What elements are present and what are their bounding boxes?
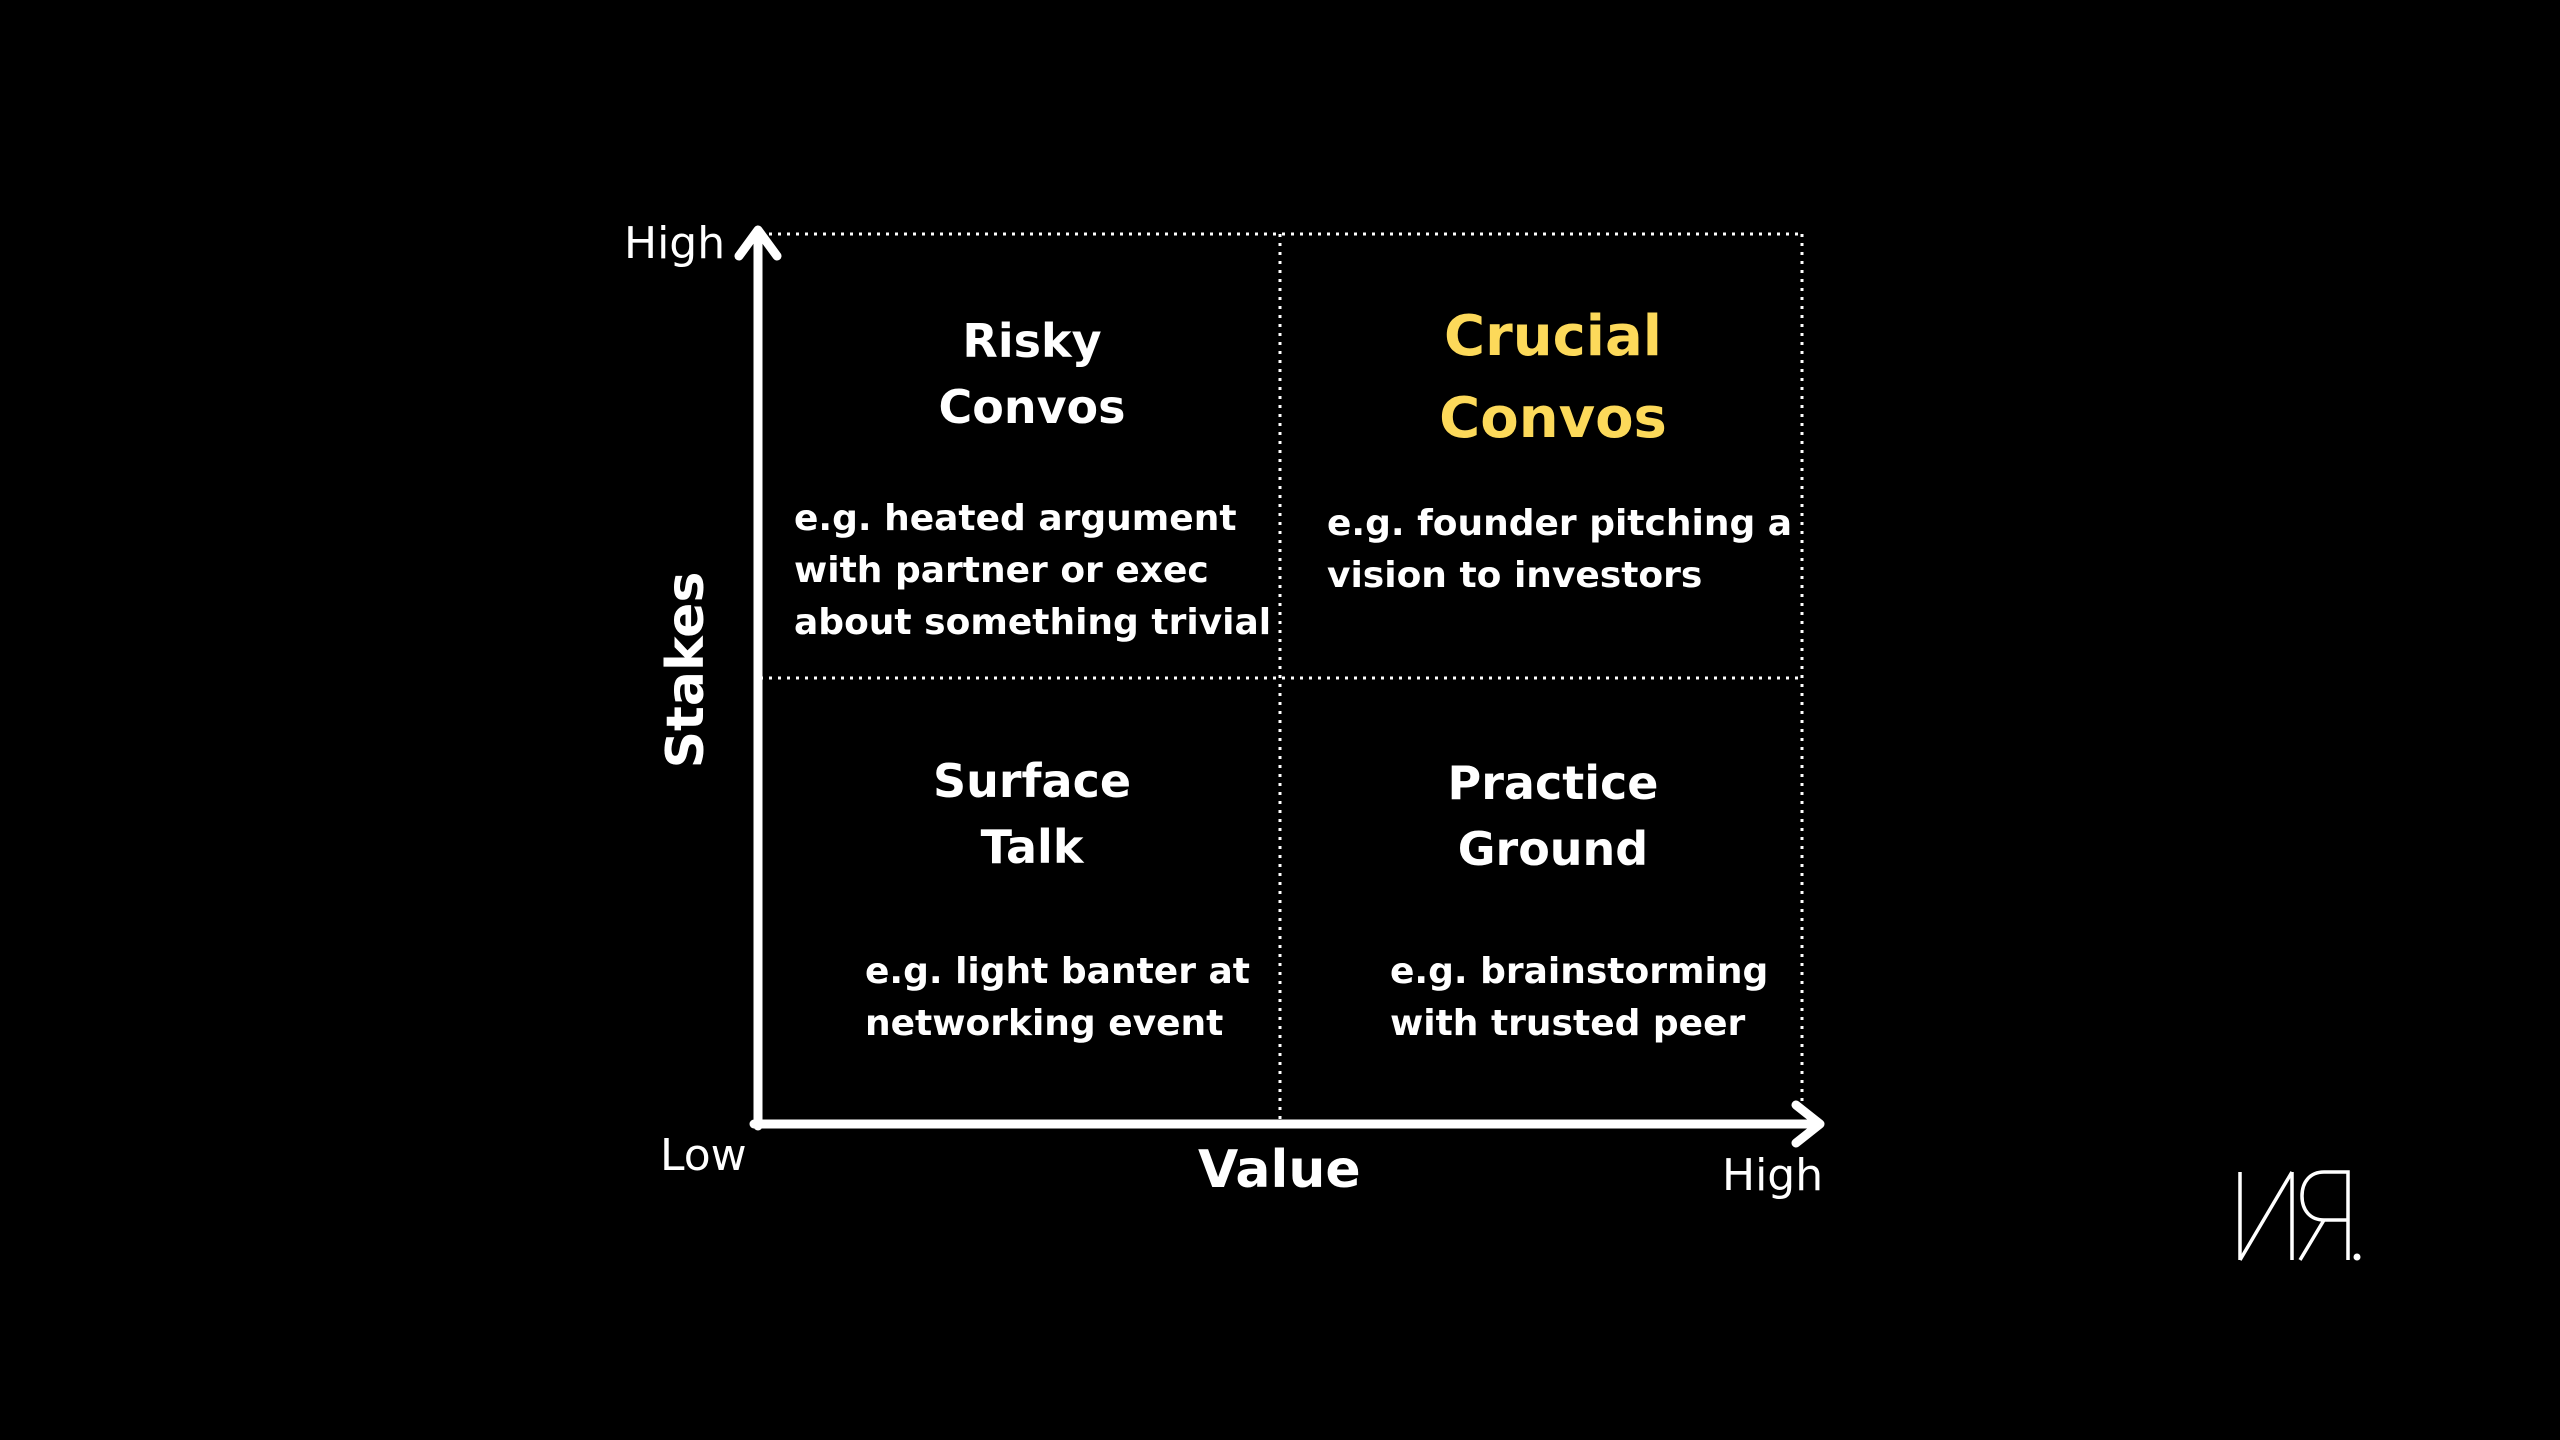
y-axis-arrow-icon — [734, 225, 782, 261]
quadrant-practice-title: Practice Ground — [1447, 756, 1659, 876]
quadrant-surface-example: e.g. light banter at networking event — [865, 951, 1250, 1044]
y-axis-title: Stakes — [656, 571, 716, 769]
dotted-grid — [760, 232, 1804, 1120]
x-axis-high-label: High — [1722, 1150, 1824, 1201]
y-axis-high-label: High — [624, 218, 726, 269]
x-axis-arrow-icon — [1791, 1100, 1825, 1148]
brand-monogram-icon — [2238, 1170, 2361, 1261]
quadrant-crucial-title: Crucial Convos — [1439, 304, 1667, 451]
quadrant-surface-title: Surface Talk — [932, 754, 1132, 874]
quadrant-crucial-example: e.g. founder pitching a vision to invest… — [1327, 503, 1793, 596]
x-axis-title: Value — [1198, 1140, 1361, 1200]
quadrant-risky-example: e.g. heated argument with partner or exe… — [794, 498, 1272, 643]
quadrant-risky-title: Risky Convos — [938, 314, 1126, 434]
quadrant-practice-example: e.g. brainstorming with trusted peer — [1390, 951, 1769, 1044]
x-axis-low-label: Low — [660, 1130, 747, 1181]
